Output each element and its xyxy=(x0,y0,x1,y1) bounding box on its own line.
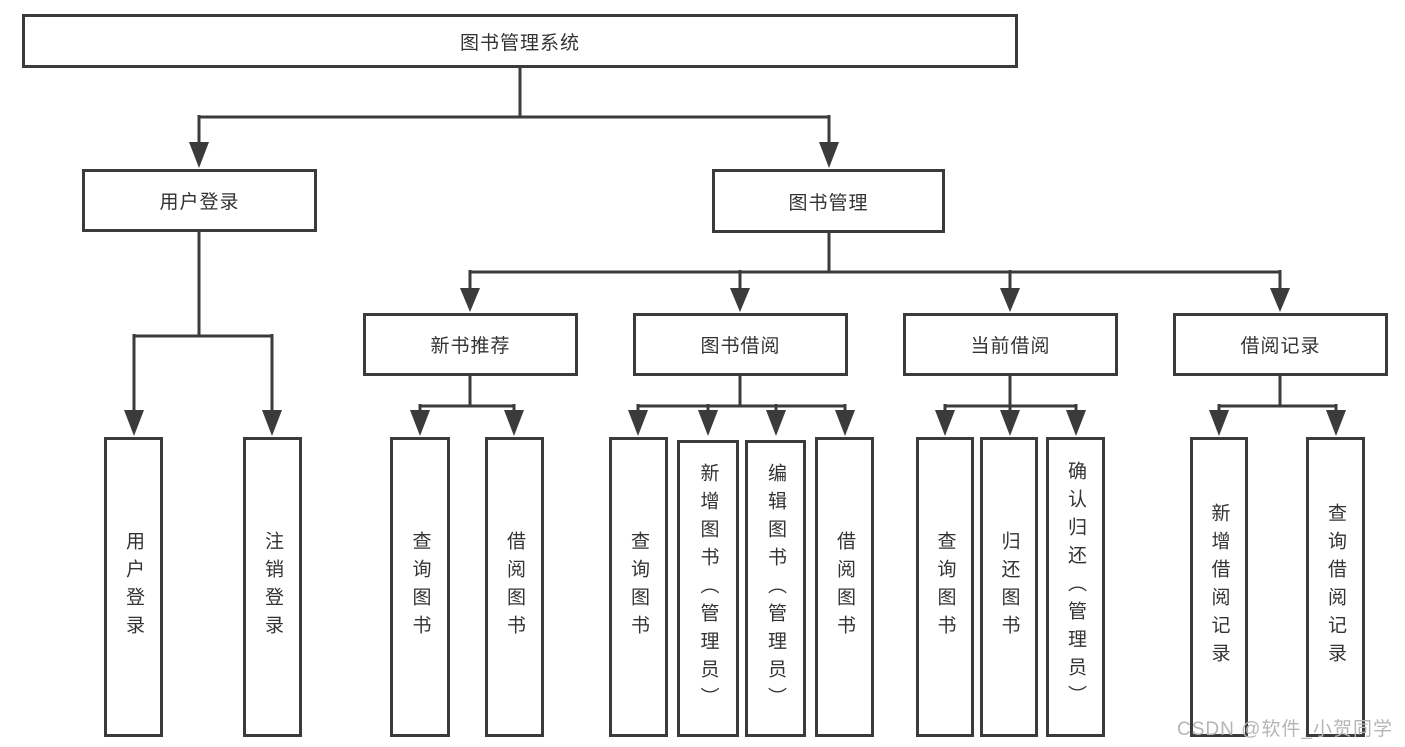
node-book-management: 图书管理 xyxy=(712,169,945,233)
leaf-current-query-book: 查询图书 xyxy=(916,437,974,737)
leaf-record-query-record: 查询借阅记录 xyxy=(1306,437,1365,737)
leaf-current-confirm-return-admin: 确认归还（管理员） xyxy=(1046,437,1105,737)
csdn-watermark: CSDN @软件_小贺同学 xyxy=(1177,719,1393,740)
leaf-borrow-borrow-book: 借阅图书 xyxy=(815,437,874,737)
node-current-borrow: 当前借阅 xyxy=(903,313,1118,376)
leaf-user-login: 用户登录 xyxy=(104,437,163,737)
node-root-system: 图书管理系统 xyxy=(22,14,1018,68)
leaf-newbook-query-book: 查询图书 xyxy=(390,437,450,737)
leaf-borrow-add-book-admin: 新增图书（管理员） xyxy=(677,440,739,737)
node-borrow-record: 借阅记录 xyxy=(1173,313,1388,376)
leaf-current-return-book: 归还图书 xyxy=(980,437,1038,737)
leaf-logout: 注销登录 xyxy=(243,437,302,737)
leaf-record-add-record: 新增借阅记录 xyxy=(1190,437,1248,737)
node-user-login: 用户登录 xyxy=(82,169,317,232)
node-book-borrow: 图书借阅 xyxy=(633,313,848,376)
leaf-newbook-borrow-book: 借阅图书 xyxy=(485,437,544,737)
node-new-book-recommend: 新书推荐 xyxy=(363,313,578,376)
leaf-borrow-query-book: 查询图书 xyxy=(609,437,668,737)
leaf-borrow-edit-book-admin: 编辑图书（管理员） xyxy=(745,440,806,737)
